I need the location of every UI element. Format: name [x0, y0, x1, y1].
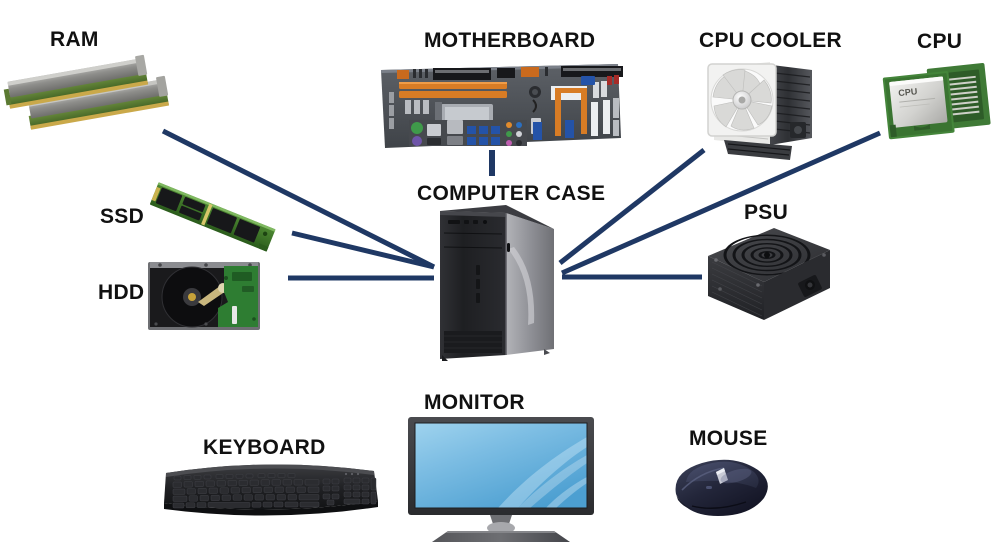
label-ram: RAM: [50, 28, 99, 51]
hdd-image: [146, 256, 264, 334]
monitor-image: [406, 415, 596, 543]
label-psu: PSU: [744, 201, 789, 224]
label-cpu: CPU: [917, 30, 963, 53]
label-computer-case: COMPUTER CASE: [417, 182, 606, 205]
label-keyboard: KEYBOARD: [203, 436, 326, 459]
label-monitor: MONITOR: [424, 391, 525, 414]
label-motherboard: MOTHERBOARD: [424, 29, 596, 52]
ram-image: [2, 54, 177, 143]
keyboard-image: [160, 455, 380, 525]
link-ssd-to-case: [291, 230, 435, 270]
computer-case-image: [432, 203, 560, 363]
label-mouse: MOUSE: [689, 427, 768, 450]
psu-image: [702, 222, 836, 330]
label-ssd: SSD: [100, 205, 145, 228]
mouse-image: [662, 450, 782, 522]
label-hdd: HDD: [98, 281, 145, 304]
svg-text:CPU: CPU: [898, 86, 918, 98]
cpu-cooler-image: [694, 50, 828, 168]
label-cpu-cooler: CPU COOLER: [699, 29, 843, 52]
cpu-image: CPU: [874, 60, 994, 150]
ssd-image: [148, 175, 278, 257]
motherboard-image: [375, 58, 625, 153]
link-case-to-cpu-cooler: [558, 148, 706, 265]
